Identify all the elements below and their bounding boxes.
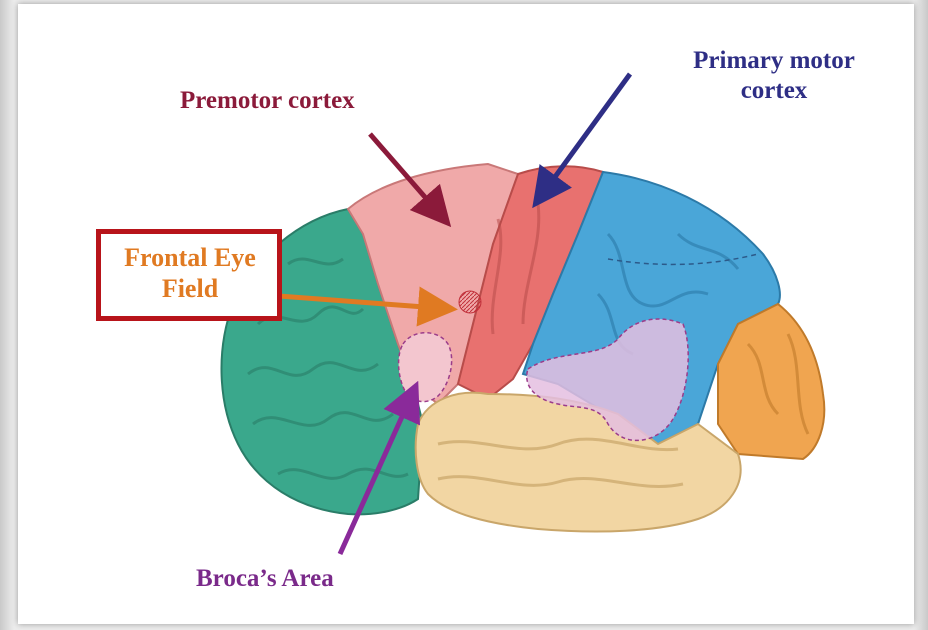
- fef-label-line2: Field: [104, 273, 276, 304]
- primary-motor-cortex-label: Primary motor cortex: [664, 46, 884, 106]
- slide: Premotor cortex Primary motor cortex Fro…: [18, 4, 914, 624]
- primary-motor-label-line2: cortex: [664, 76, 884, 106]
- primary-motor-label-line1: Primary motor: [664, 46, 884, 76]
- frontal-eye-field-label: Frontal Eye Field: [104, 242, 276, 304]
- frontal-eye-field-spot: [459, 291, 481, 313]
- premotor-cortex-label: Premotor cortex: [180, 86, 355, 116]
- fef-label-line1: Frontal Eye: [104, 242, 276, 273]
- brocas-area-label: Broca’s Area: [196, 564, 334, 594]
